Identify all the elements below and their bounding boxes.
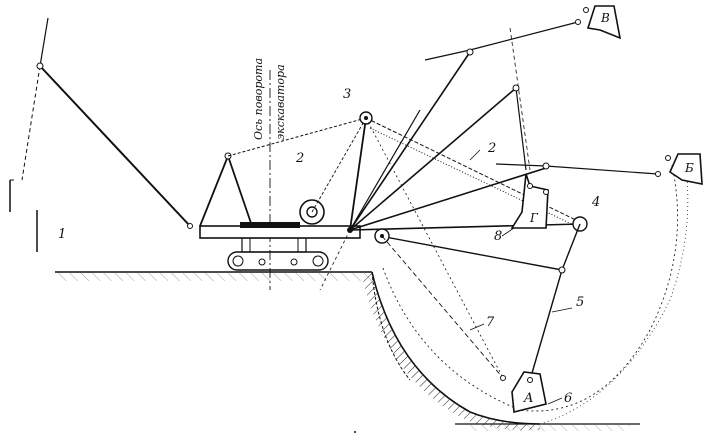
- label-7: 7: [486, 315, 495, 330]
- label-bucket-a: A: [523, 391, 533, 406]
- label-bucket-v: В: [600, 11, 610, 25]
- a-frame: [199, 117, 367, 227]
- bucket-g: Г: [510, 173, 549, 229]
- axis-label-1: Ось поворота: [252, 58, 265, 140]
- label-bucket-b: Б: [684, 161, 694, 175]
- label-3: 3: [343, 87, 351, 102]
- axis-label-2: экскаватора: [274, 64, 287, 140]
- upper-cables: [424, 21, 659, 175]
- bucket-b: Б: [655, 153, 703, 185]
- callouts: 1 2 2 3 4 5 6 7 8: [58, 87, 600, 406]
- rotation-axis: Ось поворота экскаватора: [252, 58, 287, 290]
- platform: [199, 222, 361, 239]
- ground: [55, 271, 640, 431]
- label-1: 1: [58, 227, 66, 242]
- stray-dot: [354, 431, 356, 433]
- label-6: 6: [564, 391, 572, 406]
- label-bucket-g: Г: [529, 211, 539, 225]
- label-8: 8: [494, 229, 502, 244]
- bucket-a: A: [500, 371, 547, 414]
- boom: [311, 51, 588, 291]
- label-2b: 2: [487, 141, 496, 156]
- bucket-v: В: [575, 5, 622, 40]
- crawler-track: [227, 237, 329, 271]
- label-2a: 2: [295, 151, 304, 166]
- rear-boom: [9, 17, 193, 252]
- label-5: 5: [576, 295, 584, 310]
- excavation-profile: [362, 271, 541, 431]
- label-4: 4: [591, 195, 600, 210]
- digging-envelope: [382, 159, 689, 425]
- stick-arm: [365, 117, 581, 381]
